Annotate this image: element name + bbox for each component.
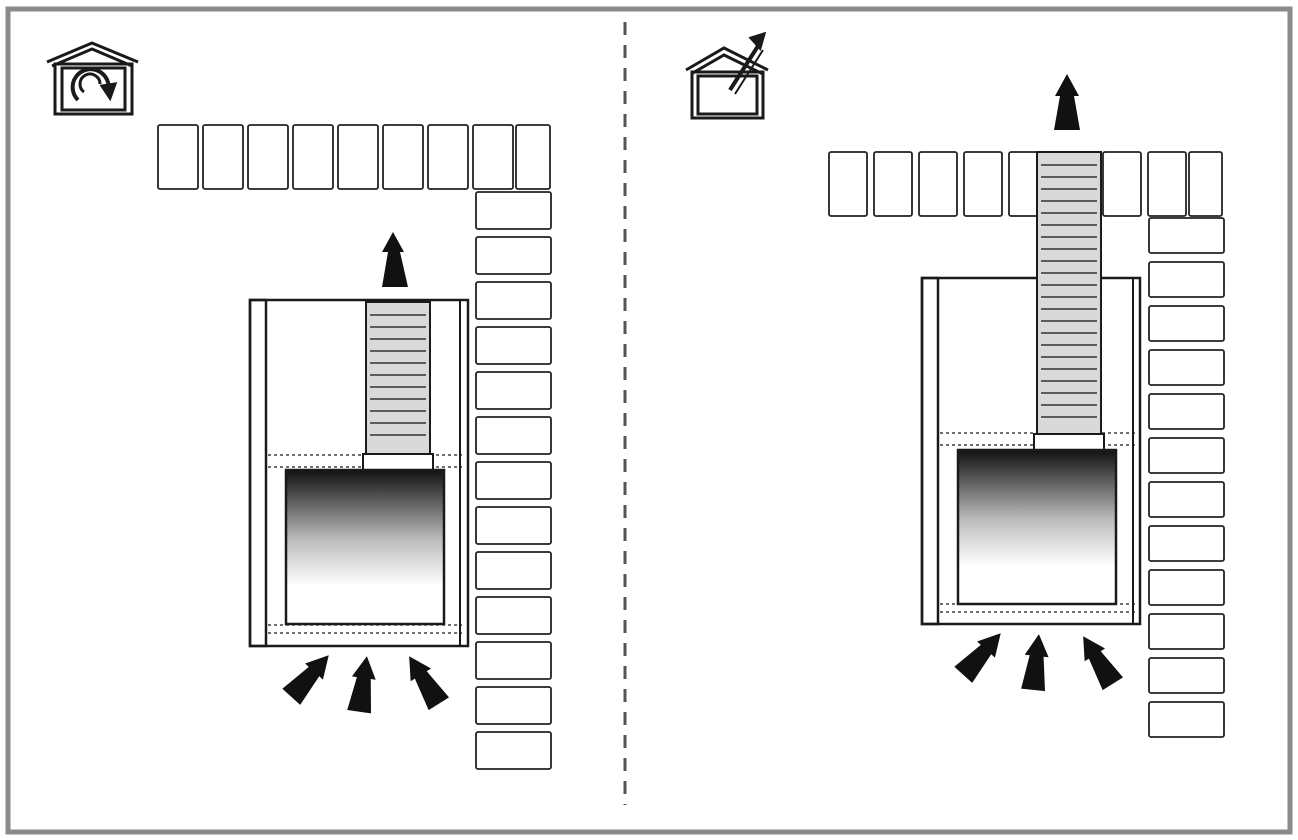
wall-brick [1148,261,1225,298]
up-arrow-icon [382,232,408,287]
panel-recirculation [46,41,552,770]
wall-brick [1148,305,1225,342]
wall-brick [475,191,552,230]
airflow-arrows-right [954,74,1124,692]
wall-brick [515,124,551,190]
duct-vents [1041,164,1097,418]
wall-brick [1148,349,1225,386]
wall-bricks-top [828,151,1223,217]
wall-brick [475,506,552,545]
wall-brick [1148,217,1225,254]
up-arrow-icon [282,655,329,705]
hood-unit [920,151,1142,626]
up-arrow-icon [1054,74,1080,130]
wall-brick [475,461,552,500]
wall-brick [475,686,552,725]
wall-brick [157,124,199,190]
wall-brick [1188,151,1223,217]
house-recirculation-icon [46,41,139,116]
wall-brick [1148,657,1225,694]
wall-brick [472,124,514,190]
wall-brick [475,371,552,410]
wall-brick [1148,613,1225,650]
wall-brick [1102,151,1142,217]
up-arrow-icon [347,656,376,714]
wall-brick [963,151,1003,217]
wall-brick [337,124,379,190]
wall-brick [247,124,289,190]
hood-unit [248,298,470,648]
wall-brick [475,326,552,365]
wall-bricks-side [1148,217,1225,738]
wall-brick [1147,151,1187,217]
wall-brick [828,151,868,217]
wall-brick [427,124,469,190]
wall-brick [475,641,552,680]
wall-bricks-top [157,124,551,190]
wall-brick [918,151,958,217]
wall-bricks-side [475,191,552,770]
up-arrow-icon [954,633,1001,683]
up-arrow-icon [409,656,450,711]
wall-brick [1148,569,1225,606]
wall-brick [475,596,552,635]
up-arrow-icon [1083,636,1124,691]
wall-brick [475,731,552,770]
wall-brick [1148,701,1225,738]
wall-brick [475,281,552,320]
house-exhaust-duct-icon [685,31,769,120]
wall-brick [292,124,334,190]
wall-brick [1148,437,1225,474]
wall-brick [1148,525,1225,562]
outer-frame [5,6,1293,835]
airflow-arrows-left [282,232,450,714]
duct-vents [370,314,426,436]
up-arrow-icon [1021,634,1049,692]
wall-brick [475,551,552,590]
wall-brick [873,151,913,217]
wall-brick [1148,393,1225,430]
wall-brick [382,124,424,190]
wall-brick [475,236,552,275]
panel-exhaust [685,31,1225,738]
wall-brick [475,416,552,455]
wall-brick [202,124,244,190]
wall-brick [1148,481,1225,518]
